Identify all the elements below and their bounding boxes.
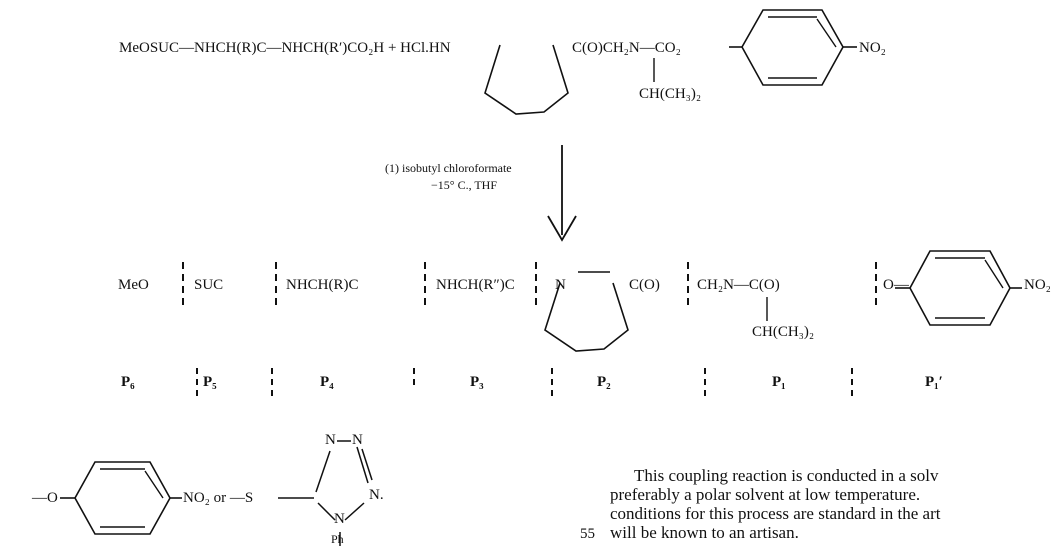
paragraph-line: conditions for this process are standard… [610,504,941,523]
product-fragment-proline-co: C(O) [629,277,660,293]
product-benzene-ring [909,250,1011,326]
product-fragment-proline-n: N [555,277,566,293]
tetrazole-n4: N [334,511,345,527]
position-label-p6: P₆ [121,374,135,390]
reactant-pyrrolidine-ring [484,44,569,115]
product-fragment-oxy: O— [883,277,909,293]
leaving-group-nitro-or-s: NO₂ or —S [183,490,254,506]
fragment-separators [182,262,877,306]
product-fragment-p1: CH₂N—C(O) [697,277,780,293]
product-fragment-meo: MeO [118,277,149,293]
reactant-nitro-group: NO₂ [859,40,886,56]
paragraph-line: This coupling reaction is conducted in a… [634,466,939,485]
product-fragment-suc: SUC [194,277,224,293]
leaving-group-oxy: —O [32,490,58,506]
tetrazole-phenyl: Ph [331,532,344,546]
product-pyrrolidine-ring [544,282,629,352]
tetrazole-n1: N [325,432,336,448]
reactant-carbamate-group: C(O)CH₂N—CO₂ [572,40,681,56]
reaction-arrow [547,145,577,242]
tetrazole-n2: N [352,432,363,448]
product-fragment-p4: NHCH(R)C [286,277,359,293]
position-separators [196,368,853,400]
position-label-p1-prime: P₁′ [925,374,943,390]
body-paragraph: This coupling reaction is conducted in a… [610,466,1053,542]
reactant-isopropyl-branch: CH(CH₃)₂ [639,86,702,102]
line-number: 55 [580,526,595,542]
product-isopropyl-branch: CH(CH₃)₂ [752,324,815,340]
reaction-condition-temp-solvent: −15° C., THF [431,178,498,192]
position-label-p1: P₁ [772,374,786,390]
position-label-p5: P₅ [203,374,217,390]
product-fragment-p3: NHCH(R″)C [436,277,515,293]
paragraph-line: preferably a polar solvent at low temper… [610,485,921,504]
reactant-benzene-ring [741,9,844,86]
leaving-group-benzene-ring [74,461,171,535]
tetrazole-ring [278,440,373,546]
position-label-p4: P₄ [320,374,334,390]
position-label-p2: P₂ [597,374,611,390]
tetrazole-n3: N. [369,487,384,503]
reaction-condition-reagent: (1) isobutyl chloroformate [385,161,512,175]
position-label-p3: P₃ [470,374,484,390]
paragraph-line: will be known to an artisan. [610,523,799,542]
product-nitro-group: NO₂ [1024,277,1051,293]
reactant-peptide-formula: MeOSUC—NHCH(R)C—NHCH(R′)CO₂H + HCl.HN [119,40,451,56]
